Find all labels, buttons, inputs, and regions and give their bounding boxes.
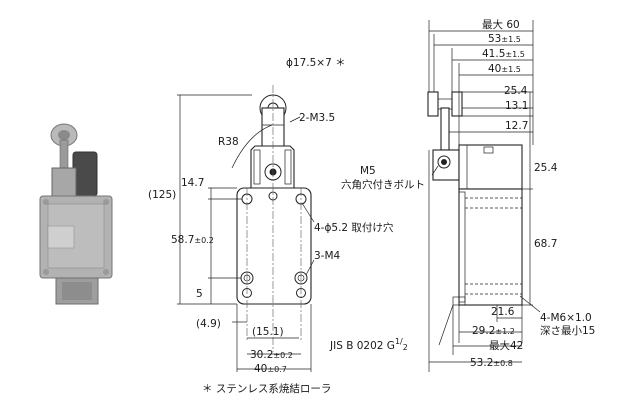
hole-pitch-vertical: 58.7±0.2 — [171, 234, 214, 246]
mount-hole-label: 4-ϕ5.2 取付け穴 — [314, 221, 394, 234]
dim-53: 53±1.5 — [488, 33, 521, 45]
m6-label: 4-M6×1.0 — [540, 312, 592, 324]
top-gap: 14.7 — [181, 177, 204, 189]
front-view — [177, 85, 315, 372]
center-width: (15.1) — [252, 326, 284, 338]
dim-68-7: 68.7 — [534, 238, 557, 250]
dim-53-2: 53.2±0.8 — [470, 357, 513, 369]
jis-label: JIS B 0202 G1/2 — [329, 337, 408, 352]
dim-21-6: 21.6 — [491, 306, 515, 318]
roller-dimension: ϕ17.5×7 ＊ — [286, 57, 346, 69]
m6-depth-label: 深さ最小15 — [540, 325, 595, 337]
screw-label: 2-M3.5 — [299, 112, 335, 124]
hole-pitch-horizontal: 30.2±0.2 — [250, 349, 293, 361]
dim-max-42: 最大42 — [489, 339, 523, 352]
radius-label: R38 — [218, 136, 239, 148]
product-photo — [39, 123, 113, 305]
dim-12-7: 12.7 — [505, 120, 528, 132]
dim-13-1: 13.1 — [505, 100, 528, 112]
hex-bolt-label: 六角穴付きボルト — [341, 178, 425, 191]
body-width: 40±0.7 — [254, 363, 287, 375]
dim-40: 40±1.5 — [488, 63, 521, 75]
bottom-gap: 5 — [196, 288, 203, 300]
footnote: ＊ ステンレス系焼結ローラ — [202, 382, 331, 395]
left-offset: (4.9) — [196, 318, 221, 330]
dim-41-5: 41.5±1.5 — [482, 48, 525, 60]
side-view — [427, 20, 541, 372]
dim-25-4-side: 25.4 — [534, 162, 558, 174]
max-width: 最大 60 — [482, 18, 520, 31]
dim-29-2: 29.2±1.2 — [472, 325, 515, 337]
dim-25-4-top: 25.4 — [504, 85, 528, 97]
overall-height: (125) — [148, 189, 176, 201]
m5-label: M5 — [360, 165, 376, 177]
m4-label: 3-M4 — [314, 250, 341, 262]
